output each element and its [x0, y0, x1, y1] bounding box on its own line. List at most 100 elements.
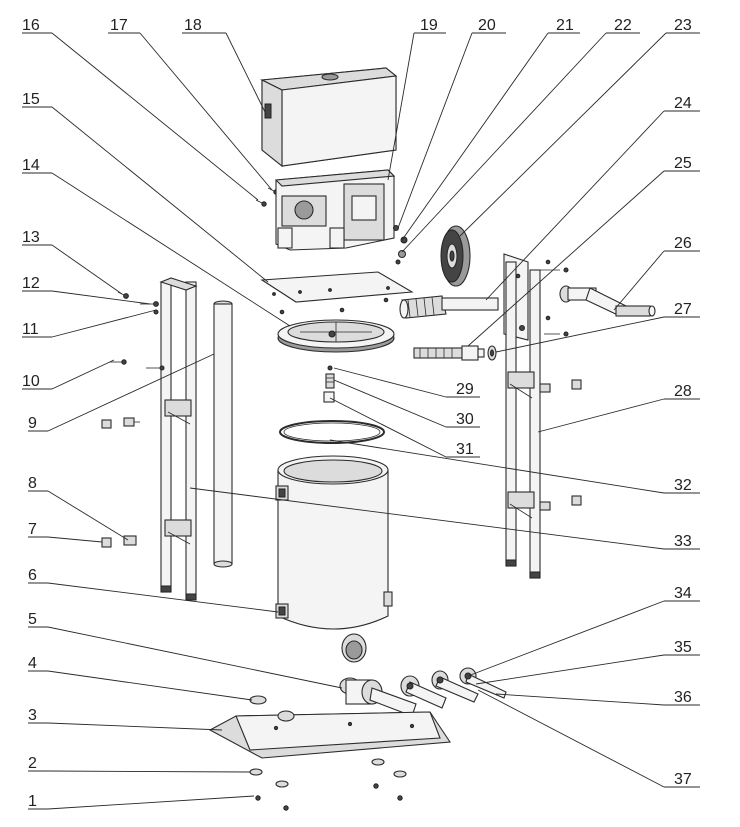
leader-line-1: [47, 795, 255, 810]
leader-line-7: [47, 536, 103, 543]
callout-number-12: 12: [22, 275, 40, 292]
callout-number-14: 14: [22, 157, 40, 174]
part-top-cover: [260, 67, 398, 168]
callout-number-35: 35: [674, 639, 692, 656]
leader-line-30: [333, 379, 447, 428]
callout-number-30: 30: [456, 411, 474, 428]
part-right-frame: [503, 253, 541, 579]
callout-number-17: 17: [110, 17, 128, 34]
callout-number-22: 22: [614, 17, 632, 34]
leader-line-17: [139, 32, 273, 191]
callout-number-8: 8: [28, 475, 37, 492]
leader-line-13: [51, 244, 123, 295]
part-plate: [260, 271, 414, 303]
leader-line-6: [47, 582, 279, 613]
callout-number-23: 23: [674, 17, 692, 34]
callout-number-10: 10: [22, 373, 40, 390]
part-feet: [249, 758, 407, 811]
leader-line-14: [51, 172, 291, 327]
callout-number-4: 4: [28, 655, 37, 672]
callout-number-32: 32: [674, 477, 692, 494]
leader-line-24: [485, 110, 665, 301]
callout-number-1: 1: [28, 793, 37, 810]
part-small-screws: [255, 187, 279, 207]
leader-line-21: [401, 32, 549, 241]
part-piston-disc: [277, 319, 395, 353]
leader-line-20: [397, 32, 473, 229]
callout-number-37: 37: [674, 771, 692, 788]
leader-line-33: [189, 487, 665, 550]
part-plate-nuts: [279, 297, 389, 315]
leader-line-15: [51, 106, 269, 283]
callout-number-34: 34: [674, 585, 692, 602]
callout-number-36: 36: [674, 689, 692, 706]
part-gear-housing: [274, 169, 396, 251]
part-cap: [249, 695, 267, 705]
callout-number-5: 5: [28, 611, 37, 628]
part-gasket-ring: [279, 420, 385, 444]
callout-number-13: 13: [22, 229, 40, 246]
callout-number-29: 29: [456, 381, 474, 398]
part-left-frame: [159, 277, 198, 601]
part-drive-shaft: [399, 295, 499, 319]
callout-number-26: 26: [674, 235, 692, 252]
callout-number-19: 19: [420, 17, 438, 34]
callout-number-7: 7: [28, 521, 37, 538]
part-nozzles: [339, 667, 507, 717]
callout-number-21: 21: [556, 17, 574, 34]
callout-number-18: 18: [184, 17, 202, 34]
part-right-hardware: [539, 259, 582, 511]
callout-number-9: 9: [28, 415, 37, 432]
callout-number-28: 28: [674, 383, 692, 400]
leader-line-32: [329, 439, 665, 494]
callout-number-3: 3: [28, 707, 37, 724]
callout-number-33: 33: [674, 533, 692, 550]
part-threaded-shaft: [413, 345, 485, 361]
leader-line-3: [47, 722, 223, 731]
leader-line-9: [47, 353, 215, 432]
leader-line-5: [47, 626, 343, 689]
leader-line-10: [51, 359, 115, 390]
leader-line-8: [47, 490, 129, 541]
callout-number-25: 25: [674, 155, 692, 172]
part-piston-rod: [213, 300, 233, 568]
leader-line-26: [613, 250, 665, 311]
part-gear-hardware: [393, 225, 408, 265]
callout-number-31: 31: [456, 441, 474, 458]
part-cylinder: [275, 455, 393, 663]
leader-line-19: [387, 32, 415, 181]
callout-number-27: 27: [674, 301, 692, 318]
leader-line-27: [495, 316, 665, 353]
callout-number-11: 11: [22, 321, 39, 338]
part-base-plate: [208, 710, 451, 759]
leader-line-34: [467, 600, 665, 677]
leader-lines: [22, 32, 700, 810]
leader-line-16: [51, 32, 259, 201]
callout-number-20: 20: [478, 17, 496, 34]
callout-number-2: 2: [28, 755, 37, 772]
part-washer: [487, 345, 497, 361]
leader-line-37: [477, 689, 665, 788]
callout-number-15: 15: [22, 91, 40, 108]
part-wheel: [440, 225, 471, 287]
leader-line-36: [495, 693, 665, 706]
callout-number-24: 24: [674, 95, 692, 112]
leader-line-18: [225, 32, 267, 115]
leader-line-25: [467, 170, 665, 347]
leader-line-35: [475, 654, 665, 685]
leader-line-23: [459, 32, 667, 237]
leader-line-2: [47, 770, 251, 773]
callout-number-6: 6: [28, 567, 37, 584]
leader-line-31: [329, 397, 447, 458]
part-left-hardware: [101, 291, 165, 548]
part-valve-set: [323, 365, 335, 403]
callout-number-16: 16: [22, 17, 40, 34]
leader-line-29: [333, 367, 447, 398]
part-crank-handle: [559, 285, 656, 317]
leader-line-12: [51, 290, 151, 305]
leader-line-28: [537, 398, 665, 433]
leader-line-4: [47, 670, 253, 701]
